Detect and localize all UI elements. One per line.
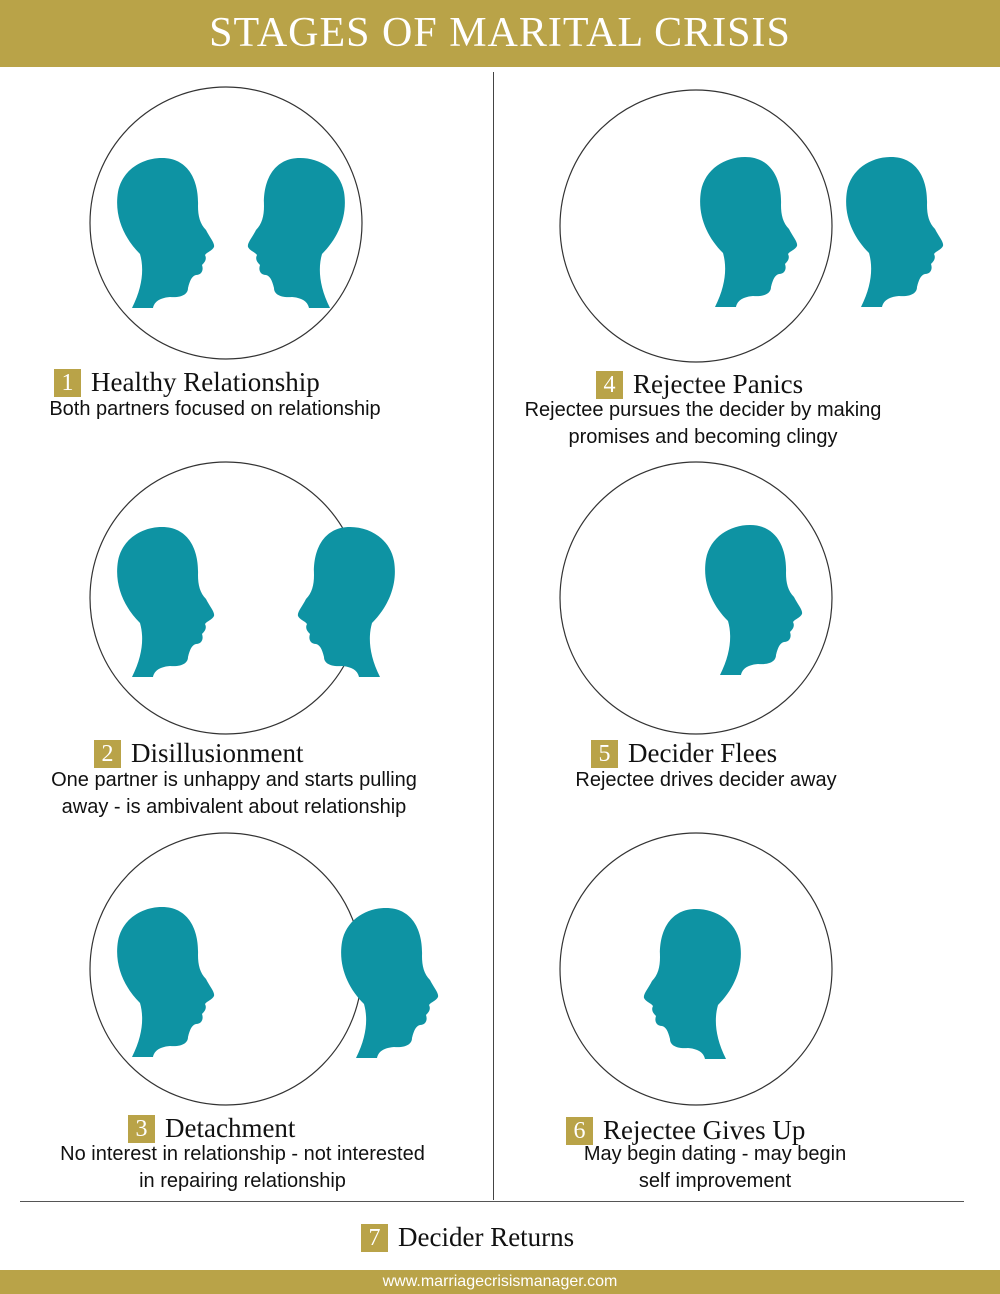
stage-title-text: Disillusionment xyxy=(131,738,304,768)
description-line: promises and becoming clingy xyxy=(568,426,838,448)
stage-title-text: Rejectee Gives Up xyxy=(603,1115,806,1145)
stage-1-illustration xyxy=(89,86,363,360)
description-line: Both partners focused on relationship xyxy=(49,398,381,420)
stage-2-title: 2 Disillusionment xyxy=(94,738,304,769)
head-icon xyxy=(117,158,215,308)
relationship-circle xyxy=(89,86,363,360)
footer-url: www.marriagecrisismanager.com xyxy=(0,1270,1000,1294)
head-icon xyxy=(705,525,803,675)
stage-2-description: One partner is unhappy and starts pullin… xyxy=(4,767,464,821)
stage-title-text: Rejectee Panics xyxy=(633,369,804,399)
stage-7-title: 7 Decider Returns xyxy=(361,1222,574,1253)
stage-4-illustration xyxy=(559,89,944,363)
stage-3-title: 3 Detachment xyxy=(128,1113,295,1144)
stage-title-text: Detachment xyxy=(165,1113,296,1143)
head-icon xyxy=(117,527,215,677)
head-icon xyxy=(700,157,798,307)
head-icon xyxy=(341,908,439,1058)
vertical-divider xyxy=(493,72,494,1200)
head-icon xyxy=(247,158,345,308)
stage-1-title: 1 Healthy Relationship xyxy=(54,367,320,398)
stage-6-description: May begin dating - may begin self improv… xyxy=(520,1141,910,1195)
stage-number-badge: 3 xyxy=(128,1114,155,1143)
stage-number-badge: 1 xyxy=(54,368,81,397)
page-title: STAGES OF MARITAL CRISIS xyxy=(0,0,1000,67)
stage-5-illustration xyxy=(559,461,833,735)
stage-3-description: No interest in relationship - not intere… xyxy=(0,1141,485,1195)
relationship-circle xyxy=(559,832,833,1106)
stage-6-title: 6 Rejectee Gives Up xyxy=(566,1115,805,1146)
stage-title-text: Decider Flees xyxy=(628,738,778,768)
stage-6-illustration xyxy=(559,832,833,1106)
head-icon xyxy=(117,907,215,1057)
horizontal-divider xyxy=(20,1201,964,1202)
stage-5-title: 5 Decider Flees xyxy=(591,738,777,769)
head-icon xyxy=(643,909,741,1059)
description-line: May begin dating - may begin xyxy=(583,1143,847,1165)
stage-2-illustration xyxy=(89,461,395,735)
description-line: No interest in relationship - not intere… xyxy=(60,1143,425,1165)
description-line: Rejectee pursues the decider by making xyxy=(524,399,882,421)
stage-number-badge: 5 xyxy=(591,739,618,768)
relationship-circle xyxy=(559,89,833,363)
stage-5-description: Rejectee drives decider away xyxy=(500,767,912,794)
stage-number-badge: 6 xyxy=(566,1116,593,1145)
stage-4-description: Rejectee pursues the decider by making p… xyxy=(500,397,906,451)
stage-title-text: Healthy Relationship xyxy=(91,367,320,397)
description-line: in repairing relationship xyxy=(139,1170,346,1192)
head-icon xyxy=(846,157,944,307)
stage-number-badge: 2 xyxy=(94,739,121,768)
stage-3-illustration xyxy=(89,832,439,1106)
description-line: away - is ambivalent about relationship xyxy=(61,796,407,818)
stage-number-badge: 7 xyxy=(361,1223,388,1252)
stage-number-badge: 4 xyxy=(596,370,623,399)
relationship-circle xyxy=(559,461,833,735)
description-line: One partner is unhappy and starts pullin… xyxy=(51,769,417,791)
head-icon xyxy=(297,527,395,677)
stage-title-text: Decider Returns xyxy=(398,1222,575,1252)
description-line: self improvement xyxy=(638,1170,792,1192)
stage-4-title: 4 Rejectee Panics xyxy=(596,369,803,400)
stage-1-description: Both partners focused on relationship xyxy=(0,396,430,423)
description-line: Rejectee drives decider away xyxy=(575,769,837,791)
